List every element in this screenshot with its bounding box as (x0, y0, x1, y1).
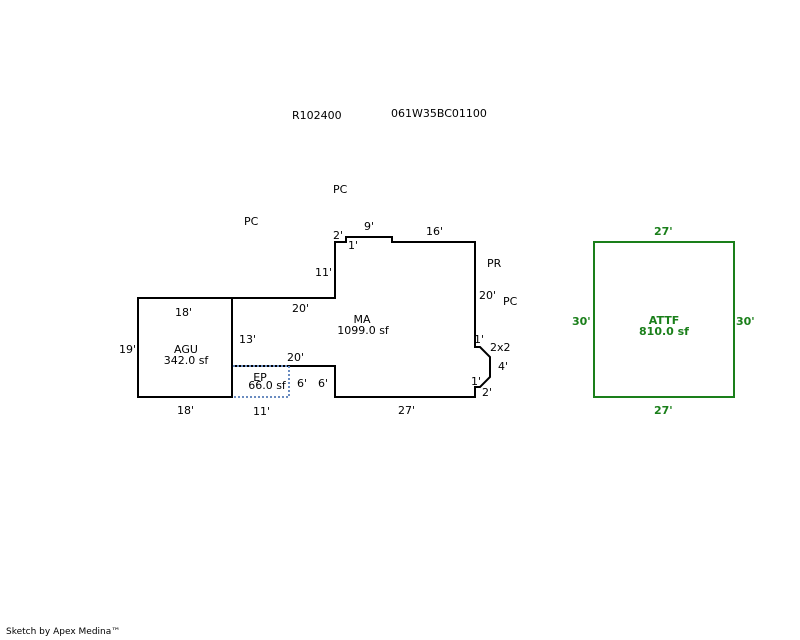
dim-ma-top-right: 16' (426, 225, 443, 238)
agu-code: AGU (174, 343, 198, 356)
footer-credit: Sketch by Apex Medina™ (6, 627, 121, 637)
dim-ma-notch-b: 6' (318, 377, 328, 390)
attf-area: 810.0 sf (639, 325, 689, 338)
dim-agu-top: 18' (175, 306, 192, 319)
annotation-pr: PR (487, 257, 502, 270)
dim-ma-left-upper: 11' (315, 266, 332, 279)
dim-ma-bay-diag: 2x2 (490, 341, 511, 354)
dim-agu-bottom: 18' (177, 404, 194, 417)
dim-agu-left: 19' (119, 343, 136, 356)
agu-area: 342.0 sf (164, 354, 210, 367)
ma-area: 1099.0 sf (337, 324, 390, 337)
annotation-pc-right: PC (503, 295, 518, 308)
dim-ma-right: 20' (479, 289, 496, 302)
dim-ma-bay-side: 4' (498, 360, 508, 373)
attf-outline (593, 241, 735, 398)
dim-ma-bay-bottom: 1' (471, 375, 481, 388)
ma-code: MA (353, 313, 370, 326)
dim-ma-notch-a: 6' (297, 377, 307, 390)
dim-ma-bay-top: 1' (474, 333, 484, 346)
parcel-id: R102400 (292, 109, 342, 122)
annotation-pc-left: PC (244, 215, 259, 228)
dim-ma-top-step-inner: 1' (348, 239, 358, 252)
map-number: 061W35BC01100 (391, 107, 487, 120)
dim-attf-bottom: 27' (654, 404, 673, 417)
ma-outline (232, 236, 491, 398)
dim-ma-top-bump: 9' (364, 220, 374, 233)
dim-attf-right: 30' (736, 315, 755, 328)
annotation-pc-top: PC (333, 183, 348, 196)
dim-ma-left-lower: 13' (239, 333, 256, 346)
dim-attf-left: 30' (572, 315, 591, 328)
dim-ma-bay-bottom-step: 2' (482, 386, 492, 399)
dim-ep-bottom: 11' (253, 405, 270, 418)
dim-ma-ledge: 20' (292, 302, 309, 315)
attf-code: ATTF (649, 314, 679, 327)
dim-attf-top: 27' (654, 225, 673, 238)
ep-outline (233, 365, 290, 398)
dim-ma-top-step-left: 2' (333, 229, 343, 242)
ep-code: EP (253, 371, 267, 384)
dim-ma-ep-top: 20' (287, 351, 304, 364)
dim-ma-bottom: 27' (398, 404, 415, 417)
ep-area: 66.0 sf (248, 379, 287, 392)
